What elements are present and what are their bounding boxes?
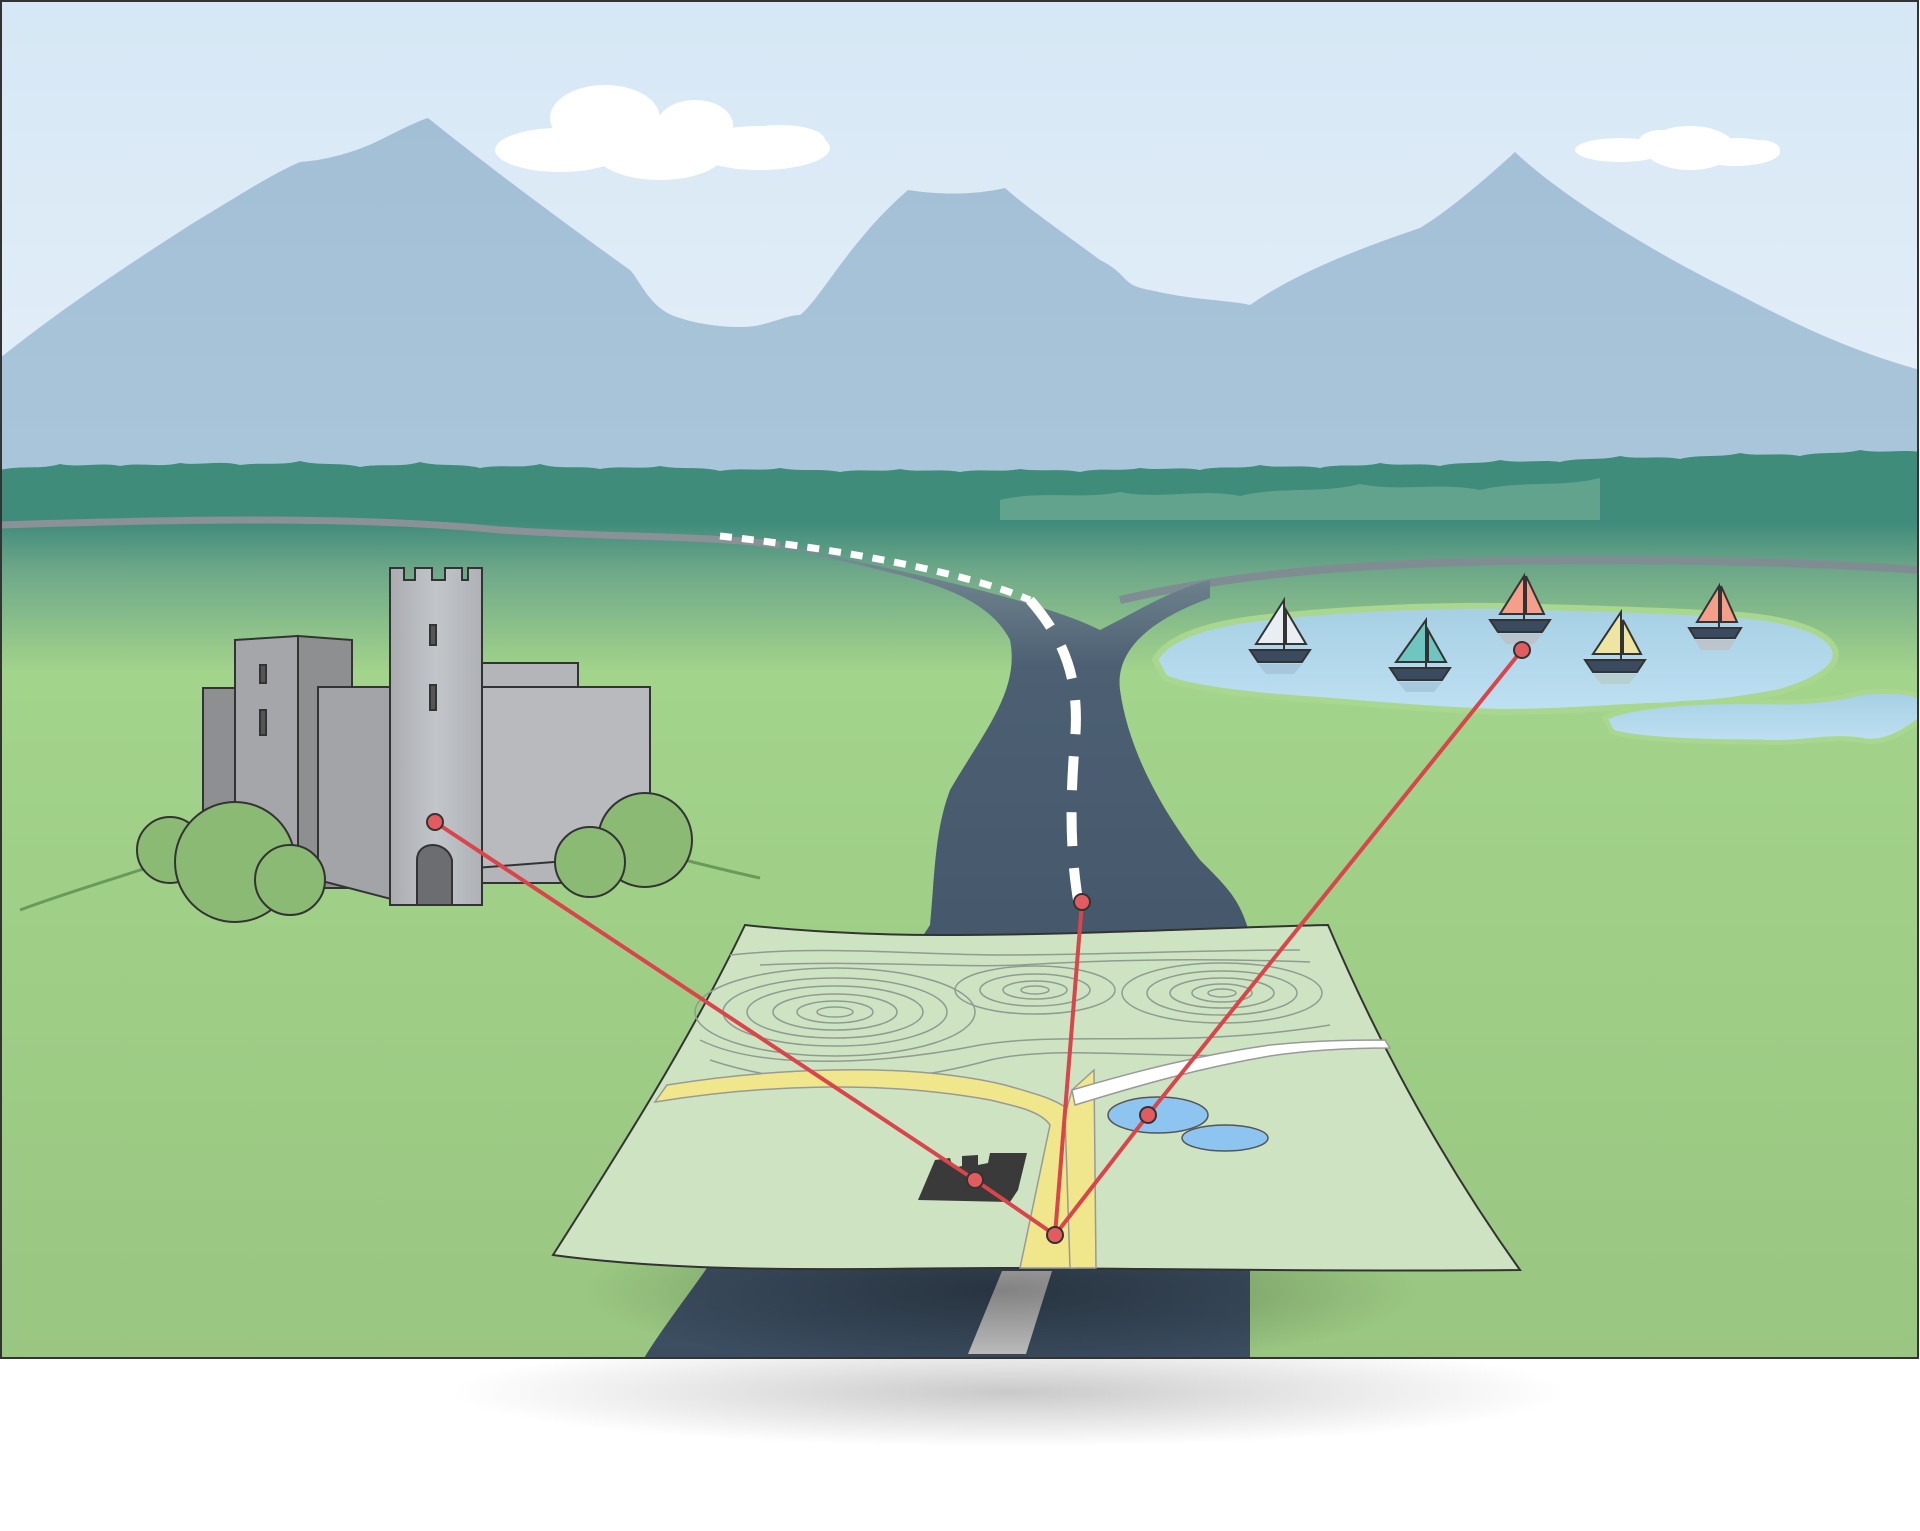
correspondence-lines xyxy=(433,648,1524,1237)
map-icon xyxy=(551,923,1522,1272)
horizon-road-left xyxy=(2,516,781,549)
landscape xyxy=(2,2,1918,1358)
frame-border xyxy=(0,0,1919,1359)
location-marker-icon xyxy=(426,641,1531,1244)
tree-icon xyxy=(136,792,693,923)
lake-small xyxy=(1601,688,1918,746)
mountain-icon xyxy=(2,118,1918,500)
cloud-icon xyxy=(1575,126,1780,170)
sailboat-icon xyxy=(1687,582,1743,650)
sailboat-icon xyxy=(1248,596,1312,674)
cloud-icon xyxy=(495,85,830,180)
map-road xyxy=(1064,1068,1097,1269)
horizon-road-right xyxy=(1119,555,1918,604)
map-lake xyxy=(1107,1096,1209,1134)
forest-highlight xyxy=(1000,478,1600,520)
frame-shadow xyxy=(450,1337,1570,1447)
map-lake xyxy=(1181,1124,1269,1152)
lake xyxy=(1151,602,1839,716)
map-road xyxy=(653,1069,1076,1269)
sailboat-icon xyxy=(1388,616,1452,692)
sailboat-icon xyxy=(1488,572,1552,644)
sailboat-icon xyxy=(1583,608,1647,684)
